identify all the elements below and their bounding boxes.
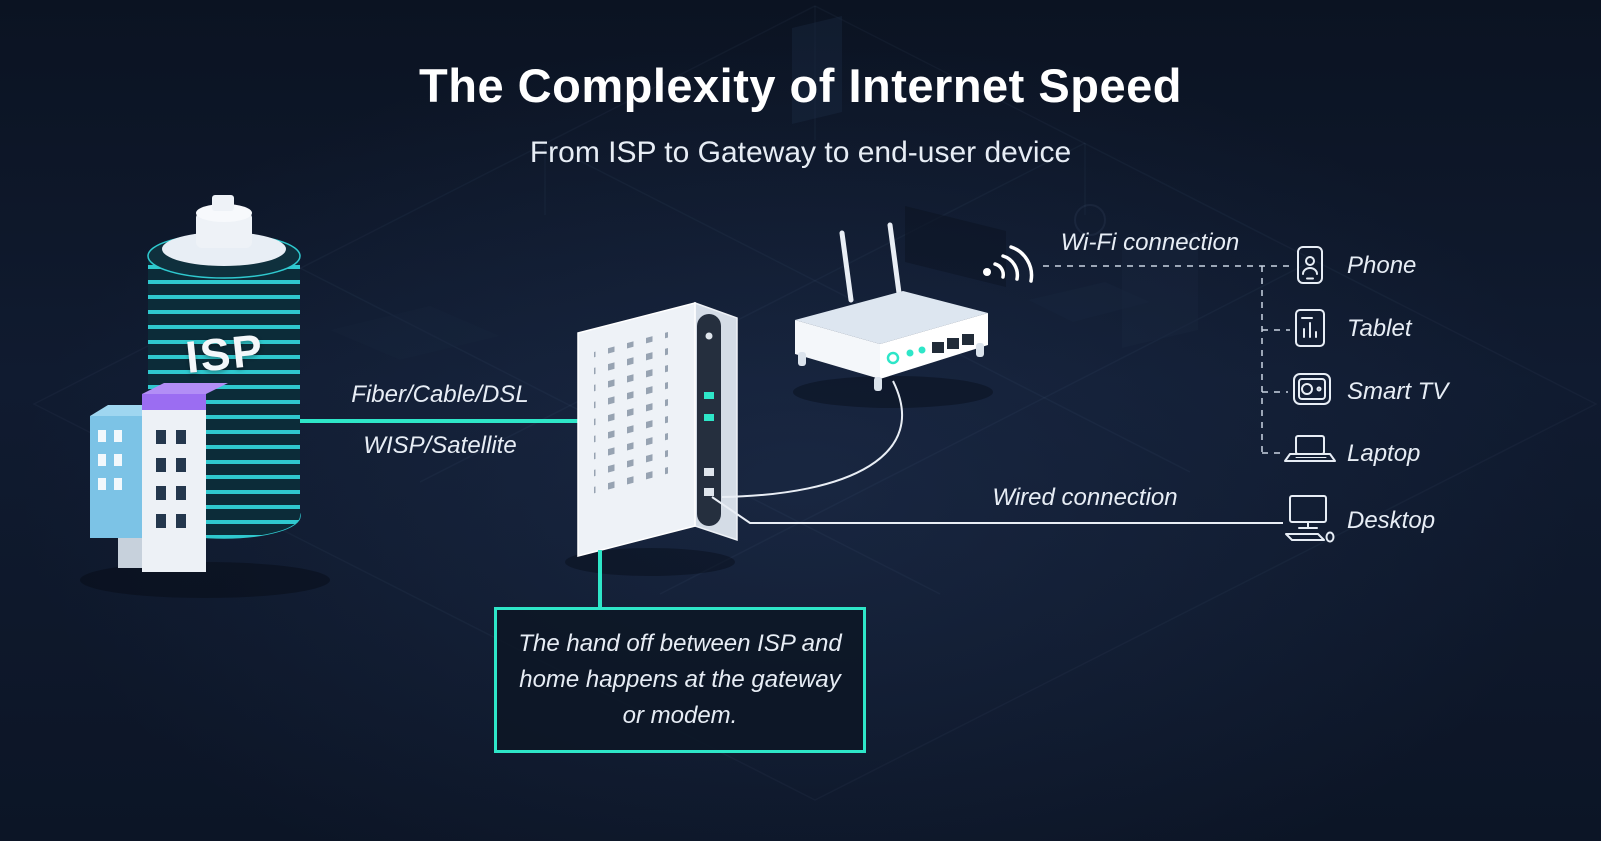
device-label-smart-tv: Smart TV [1347,378,1449,405]
tablet-icon [1295,309,1325,347]
gateway-modem [577,301,738,557]
wired-line [711,496,1283,524]
page-subtitle: From ISP to Gateway to end-user device [529,136,1072,169]
wifi-signal-icon [983,245,1034,283]
doorway-shape [792,16,842,124]
city-buildings [90,383,228,572]
fiber-connection-label: Fiber/Cable/DSL [351,381,529,408]
callout-box: The hand off between ISP and home happen… [494,607,866,753]
tv-silhouette [905,206,1006,287]
wall-clock-silhouette [1074,204,1106,236]
desktop-icon [1285,495,1335,543]
device-label-tablet: Tablet [1347,315,1412,342]
device-label-desktop: Desktop [1347,507,1436,534]
callout-text: The hand off between ISP and home happen… [518,630,842,729]
smart-tv-icon [1293,373,1331,405]
page-title: The Complexity of Internet Speed [419,59,1182,112]
router-modem-cable [721,380,904,498]
antenna-right [887,222,902,296]
floorplan-background [32,5,1598,801]
wifi-router [795,222,988,391]
antenna-left [839,230,854,303]
wired-connection-label: Wired connection [992,484,1178,511]
device-label-laptop: Laptop [1347,440,1421,467]
wifi-connection-label: Wi-Fi connection [1060,229,1240,256]
device-label-phone: Phone [1347,252,1417,279]
power-led [886,351,900,365]
wifi-dashed-lines [1043,265,1292,454]
wisp-connection-label: WISP/Satellite [363,432,517,459]
phone-icon [1297,246,1323,284]
laptop-icon [1284,435,1336,462]
